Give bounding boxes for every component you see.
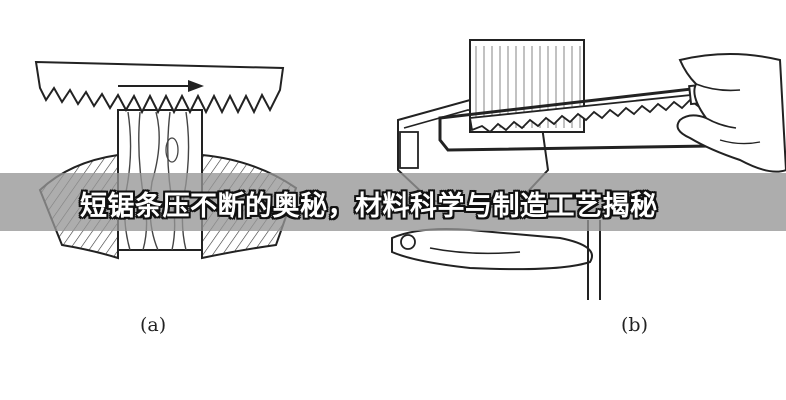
- figure-b-drawing: [391, 39, 786, 300]
- cut-direction-arrow: [188, 80, 204, 92]
- banner-title: 短锯条压不断的奥秘，材料科学与制造工艺揭秘: [80, 191, 658, 222]
- title-banner: [0, 173, 786, 231]
- hand: [676, 53, 786, 173]
- caption-b: (b): [621, 314, 648, 336]
- vise-base: [391, 228, 593, 271]
- caption-a: (a): [140, 314, 167, 336]
